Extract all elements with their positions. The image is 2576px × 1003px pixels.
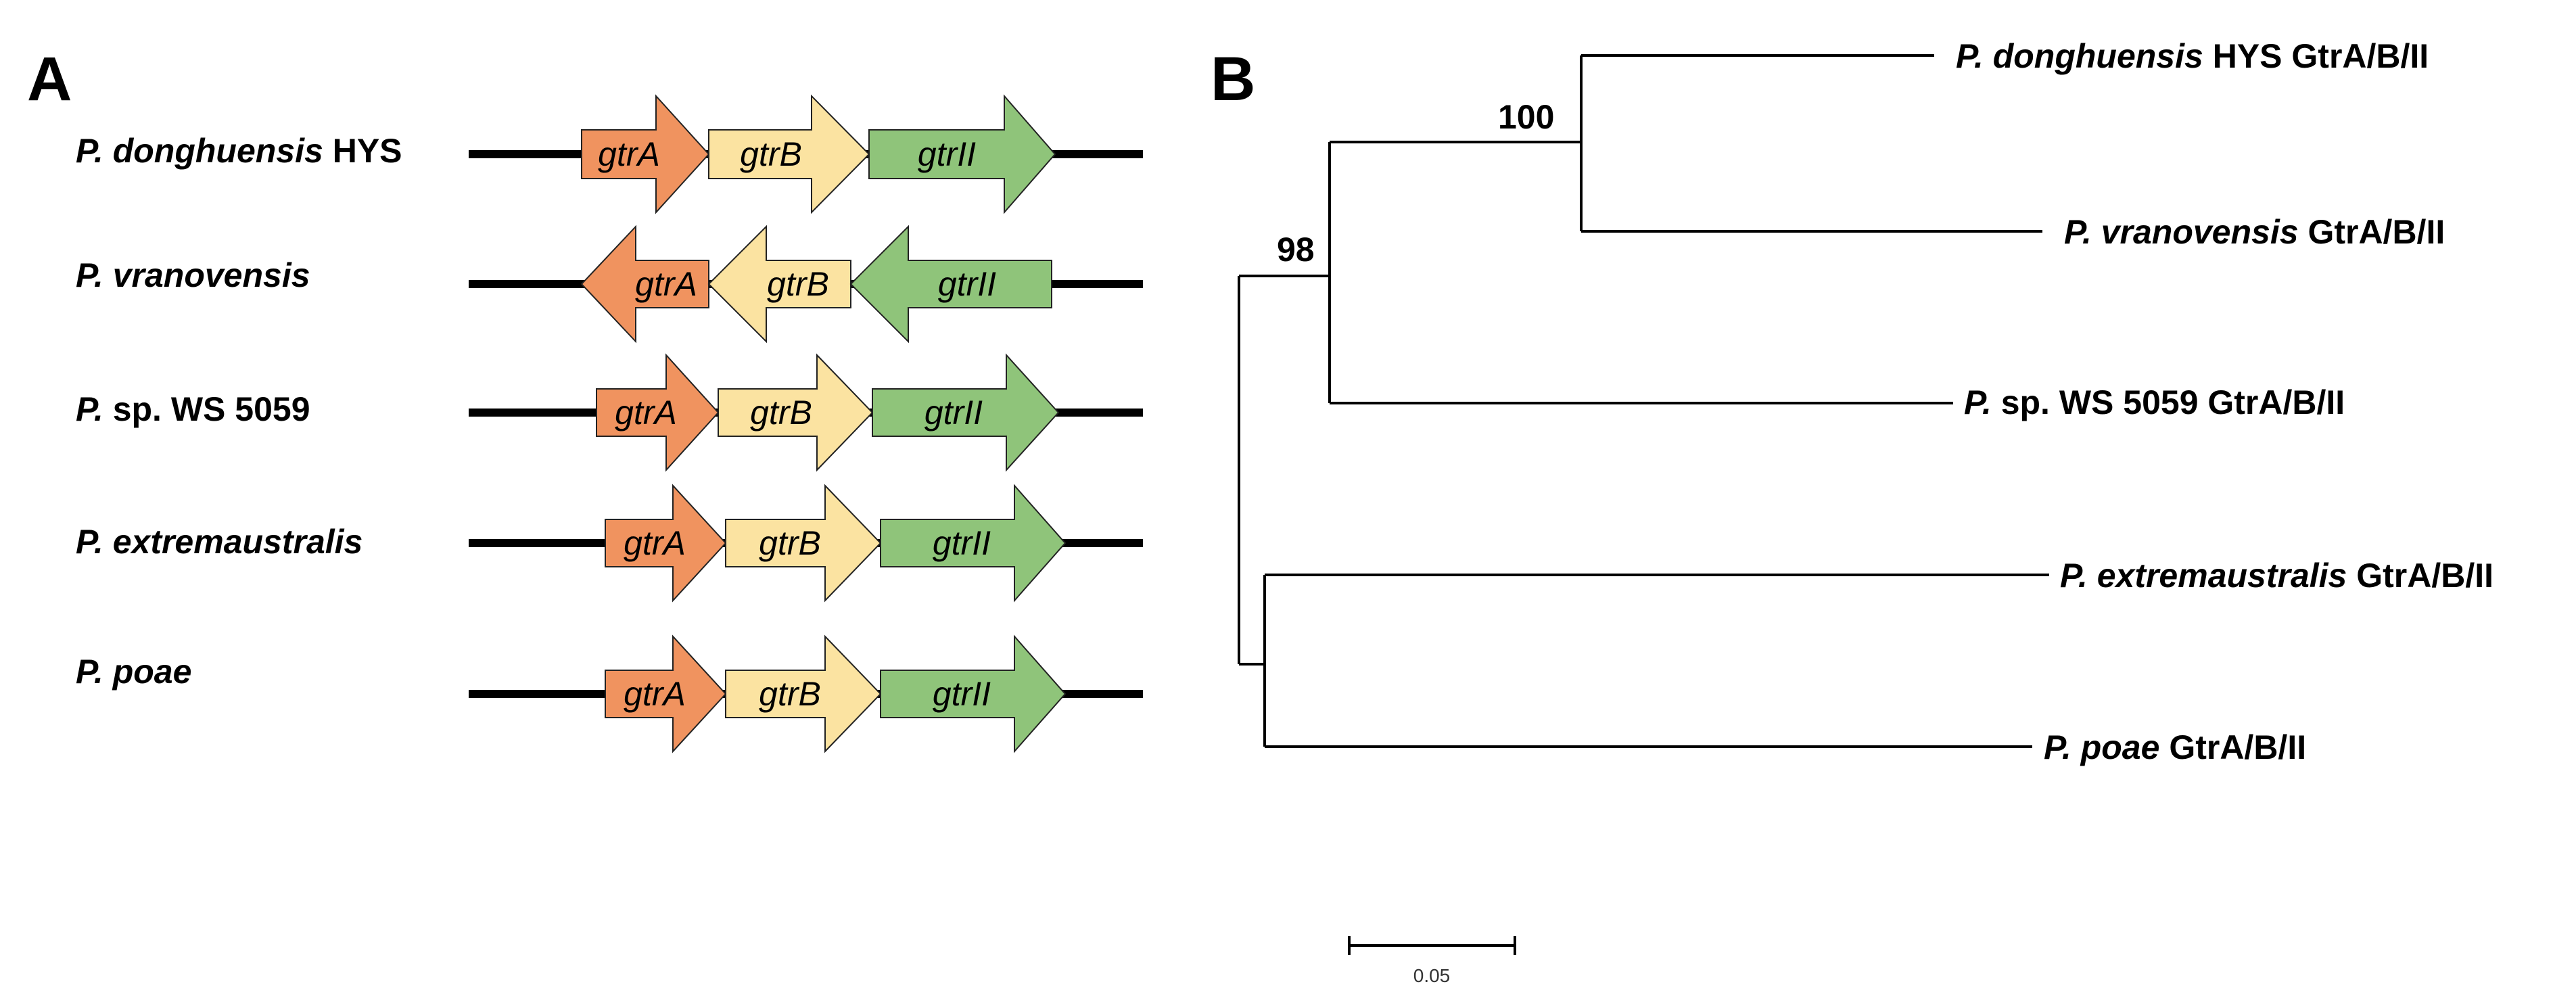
species-genus: P. xyxy=(76,390,103,428)
species-genus: P. xyxy=(2064,213,2092,251)
species-suffix: HYS xyxy=(333,132,402,170)
gtrII-arrow xyxy=(849,225,1052,344)
gtrA-arrow xyxy=(580,225,709,344)
tree-leaf-label: P. poae GtrA/B/II xyxy=(2044,728,2306,766)
leaf-suffix: GtrA/B/II xyxy=(2308,213,2445,251)
bootstrap-value: 98 xyxy=(1277,231,1315,269)
operon-row-poae: P. poae gtrA gtrB gtrII xyxy=(76,634,1143,753)
gtrB-arrow xyxy=(707,225,851,344)
operon-species-label: P. poae xyxy=(76,653,191,691)
tree-leaf-label: P. sp. WS 5059 GtrA/B/II xyxy=(1964,383,2345,421)
tree-leaf-label: P. extremaustralis GtrA/B/II xyxy=(2060,557,2493,594)
operon-panel: P. donghuensis HYS gtrA gtrB gtrII P. vr… xyxy=(76,94,1143,753)
species-genus: P. xyxy=(76,523,103,561)
operon-row-extremaustralis: P. extremaustralis gtrA gtrB gtrII xyxy=(76,484,1143,603)
species-suffix: sp. WS 5059 xyxy=(113,390,310,428)
gtrA-arrow xyxy=(605,484,727,603)
leaf-suffix: HYS GtrA/B/II xyxy=(2213,37,2429,75)
species-genus: P. xyxy=(2044,728,2071,766)
gtrII-label: gtrII xyxy=(933,524,991,562)
gtrA-label: gtrA xyxy=(624,675,686,713)
species-epithet: extremaustralis xyxy=(2097,557,2347,594)
leaf-suffix: sp. WS 5059 GtrA/B/II xyxy=(2001,383,2345,421)
scale-bar: 0.05 xyxy=(1348,936,1516,986)
operon-species-label: P. sp. WS 5059 xyxy=(76,390,310,428)
operon-species-label: P. extremaustralis xyxy=(76,523,362,561)
gtrA-label: gtrA xyxy=(635,265,697,303)
operon-species-label: P. vranovensis xyxy=(76,256,310,294)
species-epithet: vranovensis xyxy=(113,256,310,294)
species-epithet: extremaustralis xyxy=(113,523,363,561)
species-genus: P. xyxy=(1956,37,1984,75)
species-genus: P. xyxy=(2060,557,2088,594)
gtrB-label: gtrB xyxy=(759,675,821,713)
gtrB-arrow xyxy=(725,484,882,603)
species-epithet: donghuensis xyxy=(113,132,323,170)
gtrB-arrow xyxy=(718,353,874,472)
gtrB-label: gtrB xyxy=(767,265,829,303)
gtrB-arrow xyxy=(708,94,870,214)
phylogenetic-tree: 100 98 P. donghuensis HYS GtrA/B/II P. v… xyxy=(1238,37,2493,766)
species-genus: P. xyxy=(76,132,103,170)
panel-a-label: A xyxy=(27,45,72,114)
gtrA-label: gtrA xyxy=(615,394,677,431)
species-epithet: poae xyxy=(2080,728,2160,766)
gtrA-arrow xyxy=(581,94,710,214)
gtrII-label: gtrII xyxy=(918,135,976,173)
species-epithet: donghuensis xyxy=(1993,37,2203,75)
species-genus: P. xyxy=(76,653,103,691)
operon-row-ws5059: P. sp. WS 5059 gtrA gtrB gtrII xyxy=(76,353,1143,472)
gtrII-arrow xyxy=(880,634,1067,753)
operon-species-label: P. donghuensis HYS xyxy=(76,132,402,170)
bootstrap-value: 100 xyxy=(1498,98,1554,136)
gtrB-label: gtrB xyxy=(740,135,802,173)
gtrII-arrow xyxy=(872,353,1060,472)
tree-leaf-label: P. donghuensis HYS GtrA/B/II xyxy=(1956,37,2429,75)
operon-row-donghuensis: P. donghuensis HYS gtrA gtrB gtrII xyxy=(76,94,1143,214)
species-epithet: vranovensis xyxy=(2101,213,2299,251)
species-epithet: poae xyxy=(112,653,192,691)
panel-b-label: B xyxy=(1211,45,1255,114)
gtrII-arrow xyxy=(880,484,1067,603)
gtrA-arrow xyxy=(596,353,720,472)
gtrA-label: gtrA xyxy=(598,135,660,173)
gtrII-label: gtrII xyxy=(938,265,996,303)
gtrB-arrow xyxy=(725,634,882,753)
scale-bar-label: 0.05 xyxy=(1413,965,1451,986)
gtrB-label: gtrB xyxy=(759,524,821,562)
operon-row-vranovensis: P. vranovensis gtrA gtrB gtrII xyxy=(76,225,1143,344)
gtrII-arrow xyxy=(868,94,1056,214)
species-genus: P. xyxy=(1964,383,1992,421)
gtrII-label: gtrII xyxy=(933,675,991,713)
gtrA-arrow xyxy=(605,634,727,753)
gtrB-label: gtrB xyxy=(750,394,812,431)
gtrII-label: gtrII xyxy=(924,394,983,431)
species-genus: P. xyxy=(76,256,103,294)
leaf-suffix: GtrA/B/II xyxy=(2169,728,2306,766)
tree-leaf-label: P. vranovensis GtrA/B/II xyxy=(2064,213,2445,251)
leaf-suffix: GtrA/B/II xyxy=(2356,557,2493,594)
gtrA-label: gtrA xyxy=(624,524,686,562)
